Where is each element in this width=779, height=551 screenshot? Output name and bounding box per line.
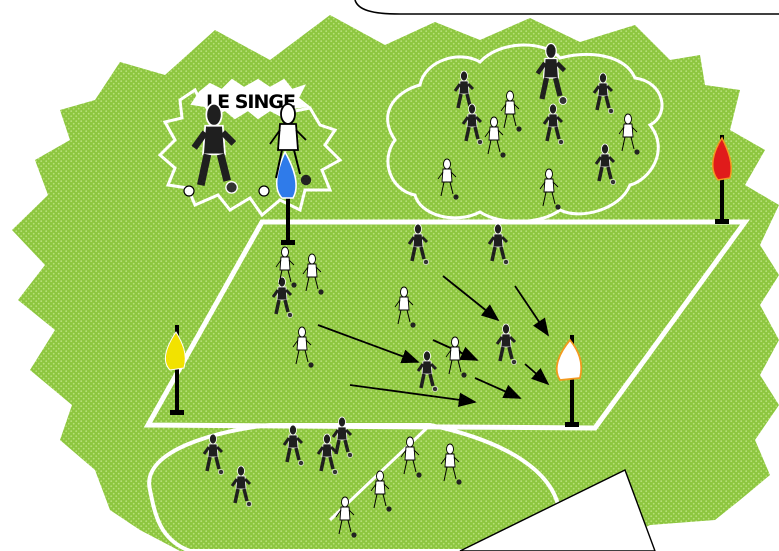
- ball-icon: [259, 186, 269, 196]
- speech-bubble-outline: [355, 0, 779, 14]
- field-starburst: [12, 15, 779, 551]
- ball-icon: [184, 186, 194, 196]
